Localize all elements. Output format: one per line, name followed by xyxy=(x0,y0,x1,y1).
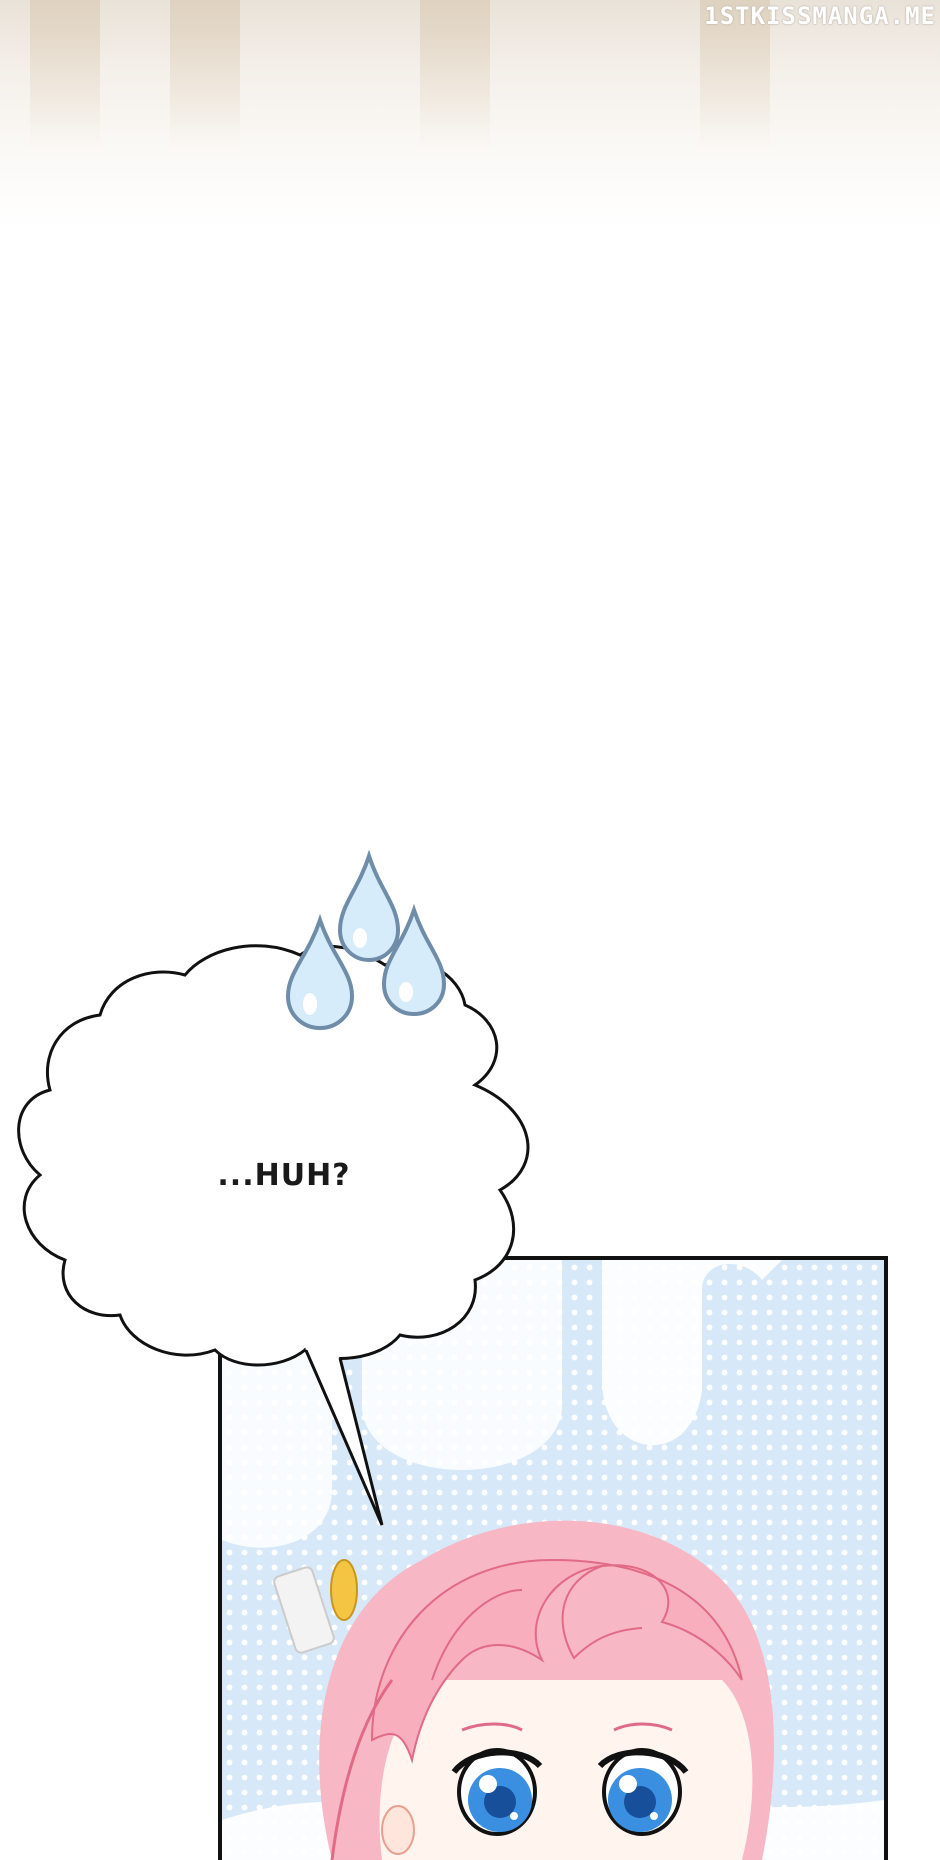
manga-panel xyxy=(218,1256,888,1860)
top-faded-background xyxy=(0,0,940,230)
watermark: 1STKISSMANGA.ME xyxy=(704,2,936,30)
girl-illustration xyxy=(222,1260,884,1860)
sweat-drops-icon xyxy=(285,850,447,1031)
speech-bubble-text: ...HUH? xyxy=(217,1158,351,1193)
